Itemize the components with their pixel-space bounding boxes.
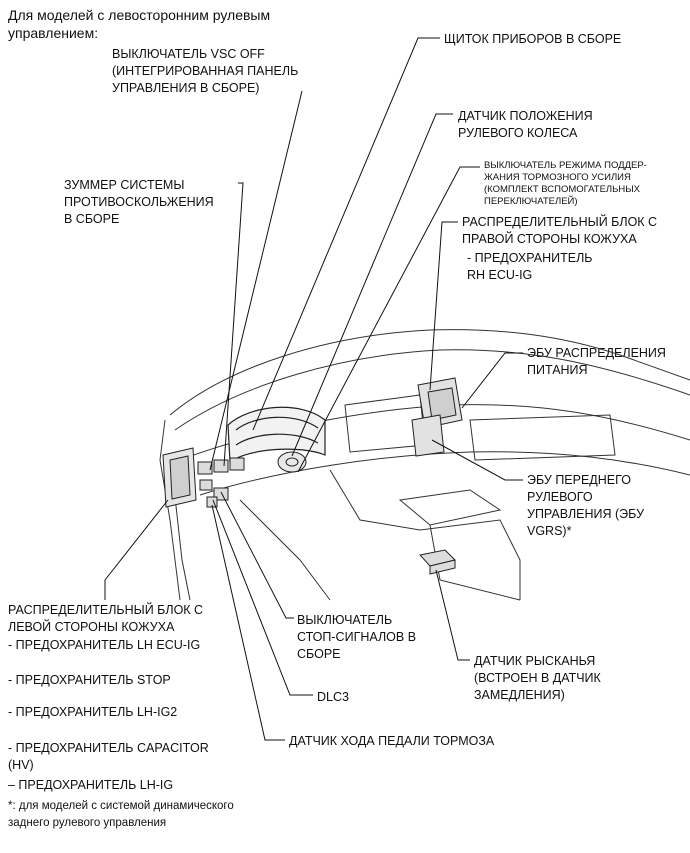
label-stop-lamp-switch-3: СБОРЕ: [297, 647, 341, 661]
console-side: [429, 524, 521, 601]
lh-junction-block: [162, 447, 197, 508]
label-vsc-off-switch-1: ВЫКЛЮЧАТЕЛЬ VSC OFF: [112, 47, 265, 61]
label-brake-hold-switch-3: (КОМПЛЕКТ ВСПОМОГАТЕЛЬНЫХ: [484, 184, 640, 195]
console-box: [398, 489, 502, 526]
label-brake-pedal-sensor: ДАТЧИК ХОДА ПЕДАЛИ ТОРМОЗА: [289, 734, 495, 748]
page-title-line-2: управлением:: [8, 25, 99, 41]
label-combination-meter: ЩИТОК ПРИБОРОВ В СБОРЕ: [444, 32, 622, 46]
leader-steering-sensor: [291, 113, 453, 457]
rh-junction-block: [411, 377, 463, 457]
steering-sensor-shape: [277, 451, 307, 473]
label-skid-buzzer-1: ЗУММЕР СИСТЕМЫ: [64, 178, 185, 192]
leader-yaw-sensor: [435, 569, 470, 661]
glove-box: [469, 414, 616, 461]
label-lh-junction-1: РАСПРЕДЕЛИТЕЛЬНЫЙ БЛОК С: [8, 603, 204, 617]
leader-vsc-off: [209, 90, 303, 471]
instrument-cluster: [227, 406, 326, 464]
dash-lower-line: [199, 451, 690, 496]
footnote-line-1: *: для моделей с системой динамического: [8, 800, 234, 812]
center-console: [329, 469, 521, 600]
label-brake-hold-switch-1: ВЫКЛЮЧАТЕЛЬ РЕЖИМА ПОДДЕР-: [484, 160, 647, 171]
label-lh-fuse-5: (HV): [8, 758, 34, 772]
label-steering-sensor-2: РУЛЕВОГО КОЛЕСА: [458, 126, 578, 140]
leader-pedal-sensor: [211, 504, 285, 741]
label-rh-junction-1: РАСПРЕДЕЛИТЕЛЬНЫЙ БЛОК С: [462, 215, 658, 229]
leader-vgrs-ecu: [431, 439, 523, 481]
label-lh-fuse-6: – ПРЕДОХРАНИТЕЛЬ LH-IG: [8, 778, 174, 792]
label-steering-sensor-1: ДАТЧИК ПОЛОЖЕНИЯ: [458, 109, 593, 123]
label-vgrs-ecu-4: VGRS)*: [527, 524, 572, 538]
dash-top-edge: [174, 349, 690, 431]
label-vsc-off-switch-2: (ИНТЕГРИРОВАННАЯ ПАНЕЛЬ: [112, 64, 299, 78]
label-brake-hold-switch-4: ПЕРЕКЛЮЧАТЕЛЕЙ): [484, 196, 578, 207]
label-lh-fuse-3: - ПРЕДОХРАНИТЕЛЬ LH-IG2: [8, 705, 178, 719]
label-vgrs-ecu-1: ЭБУ ПЕРЕДНЕГО: [527, 473, 631, 487]
label-vgrs-ecu-3: УПРАВЛЕНИЯ (ЭБУ: [527, 507, 645, 521]
label-dlc3: DLC3: [317, 690, 349, 704]
label-rh-fuse-2: RH ECU-IG: [467, 268, 533, 282]
label-stop-lamp-switch-2: СТОП-СИГНАЛОВ В: [297, 630, 417, 644]
label-yaw-sensor-2: (ВСТРОЕН В ДАТЧИК: [474, 671, 601, 685]
label-vsc-off-switch-3: УПРАВЛЕНИЯ В СБОРЕ): [112, 81, 260, 95]
page-title-line-1: Для моделей с левосторонним рулевым: [8, 7, 271, 23]
label-skid-buzzer-3: В СБОРЕ: [64, 212, 120, 226]
label-skid-buzzer-2: ПРОТИВОСКОЛЬЖЕНИЯ: [64, 195, 214, 209]
label-rh-junction-2: ПРАВОЙ СТОРОНЫ КОЖУХА: [462, 232, 637, 246]
label-rh-fuse-1: - ПРЕДОХРАНИТЕЛЬ: [467, 251, 593, 265]
leader-rh-junction: [429, 221, 458, 391]
label-lh-fuse-1: - ПРЕДОХРАНИТЕЛЬ LH ECU-IG: [8, 638, 201, 652]
yaw-sensor: [419, 549, 456, 575]
label-yaw-sensor-1: ДАТЧИК РЫСКАНЬЯ: [474, 654, 596, 668]
leader-dlc3: [212, 499, 313, 696]
label-yaw-sensor-3: ЗАМЕДЛЕНИЯ): [474, 688, 565, 702]
label-vgrs-ecu-2: РУЛЕВОГО: [527, 490, 593, 504]
leader-combination-meter: [252, 37, 440, 431]
label-power-ecu-2: ПИТАНИЯ: [527, 363, 588, 377]
label-lh-fuse-2: - ПРЕДОХРАНИТЕЛЬ STOP: [8, 673, 171, 687]
leader-stop-lamp-switch: [220, 491, 294, 619]
footnote-line-2: заднего рулевого управления: [8, 817, 167, 829]
label-lh-fuse-4: - ПРЕДОХРАНИТЕЛЬ CAPACITOR: [8, 741, 209, 755]
left-pillar: [159, 419, 181, 601]
label-stop-lamp-switch-1: ВЫКЛЮЧАТЕЛЬ: [297, 613, 393, 627]
leader-lh-junction: [104, 499, 169, 600]
label-brake-hold-switch-2: ЖАНИЯ ТОРМОЗНОГО УСИЛИЯ: [484, 172, 631, 183]
floor-line: [239, 499, 331, 601]
leader-skid-buzzer: [223, 182, 244, 467]
leader-power-ecu: [461, 352, 523, 409]
leader-lines: [104, 37, 523, 741]
switch-cluster: [197, 457, 245, 508]
leader-brake-hold-switch: [297, 166, 480, 473]
label-lh-junction-2: ЛЕВОЙ СТОРОНЫ КОЖУХА: [8, 620, 175, 634]
